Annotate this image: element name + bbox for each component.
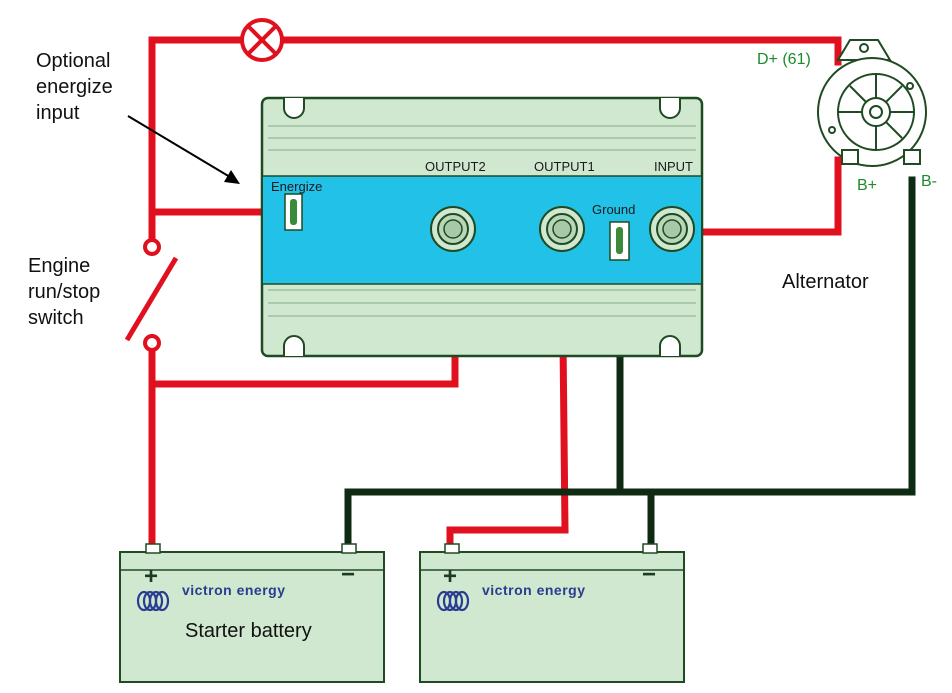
battery1-minus-sign: − <box>341 561 355 588</box>
ground-label: Ground <box>592 202 635 217</box>
isolator-unit: Energize OUTPUT2 OUTPUT1 INPUT Ground <box>260 96 704 358</box>
output1-label: OUTPUT1 <box>534 159 595 174</box>
callout-arrow <box>127 115 240 184</box>
victron-logo-icon <box>436 590 470 612</box>
alternator-icon <box>817 39 927 167</box>
battery2-brand: victron energy <box>482 582 585 598</box>
ground-terminal-icon <box>609 221 630 261</box>
starter-battery: + − victron energy Starter battery <box>119 543 385 683</box>
energize-terminal-icon <box>284 193 303 231</box>
warning-lamp-icon <box>240 18 284 62</box>
engine-switch-icon <box>124 238 179 352</box>
service-battery: + − victron energy <box>419 543 685 683</box>
energize-label: Energize <box>271 179 322 194</box>
b-minus-label: B- <box>921 173 937 190</box>
alternator-label: Alternator <box>782 271 869 293</box>
d-plus-label: D+ (61) <box>757 51 811 68</box>
battery1-brand: victron energy <box>182 582 285 598</box>
battery1-plus-sign: + <box>144 563 158 590</box>
battery2-minus-sign: − <box>642 561 656 588</box>
input-wire <box>686 156 842 236</box>
output2-label: OUTPUT2 <box>425 159 486 174</box>
input-label: INPUT <box>654 159 693 174</box>
output1-wire <box>446 241 569 549</box>
optional-energize-label: Optional energize input <box>36 50 118 124</box>
victron-logo-icon <box>136 590 170 612</box>
d-plus-wire-right <box>278 36 842 66</box>
input-terminal-icon <box>649 206 695 252</box>
d-plus-wire <box>148 36 246 216</box>
battery1-name: Starter battery <box>185 620 312 642</box>
engine-switch-label: Engine run/stop switch <box>28 255 106 329</box>
b-minus-wire <box>344 176 916 549</box>
output1-terminal-icon <box>539 206 585 252</box>
battery2-plus-sign: + <box>443 563 457 590</box>
b-plus-label: B+ <box>857 177 877 194</box>
output2-terminal-icon <box>430 206 476 252</box>
